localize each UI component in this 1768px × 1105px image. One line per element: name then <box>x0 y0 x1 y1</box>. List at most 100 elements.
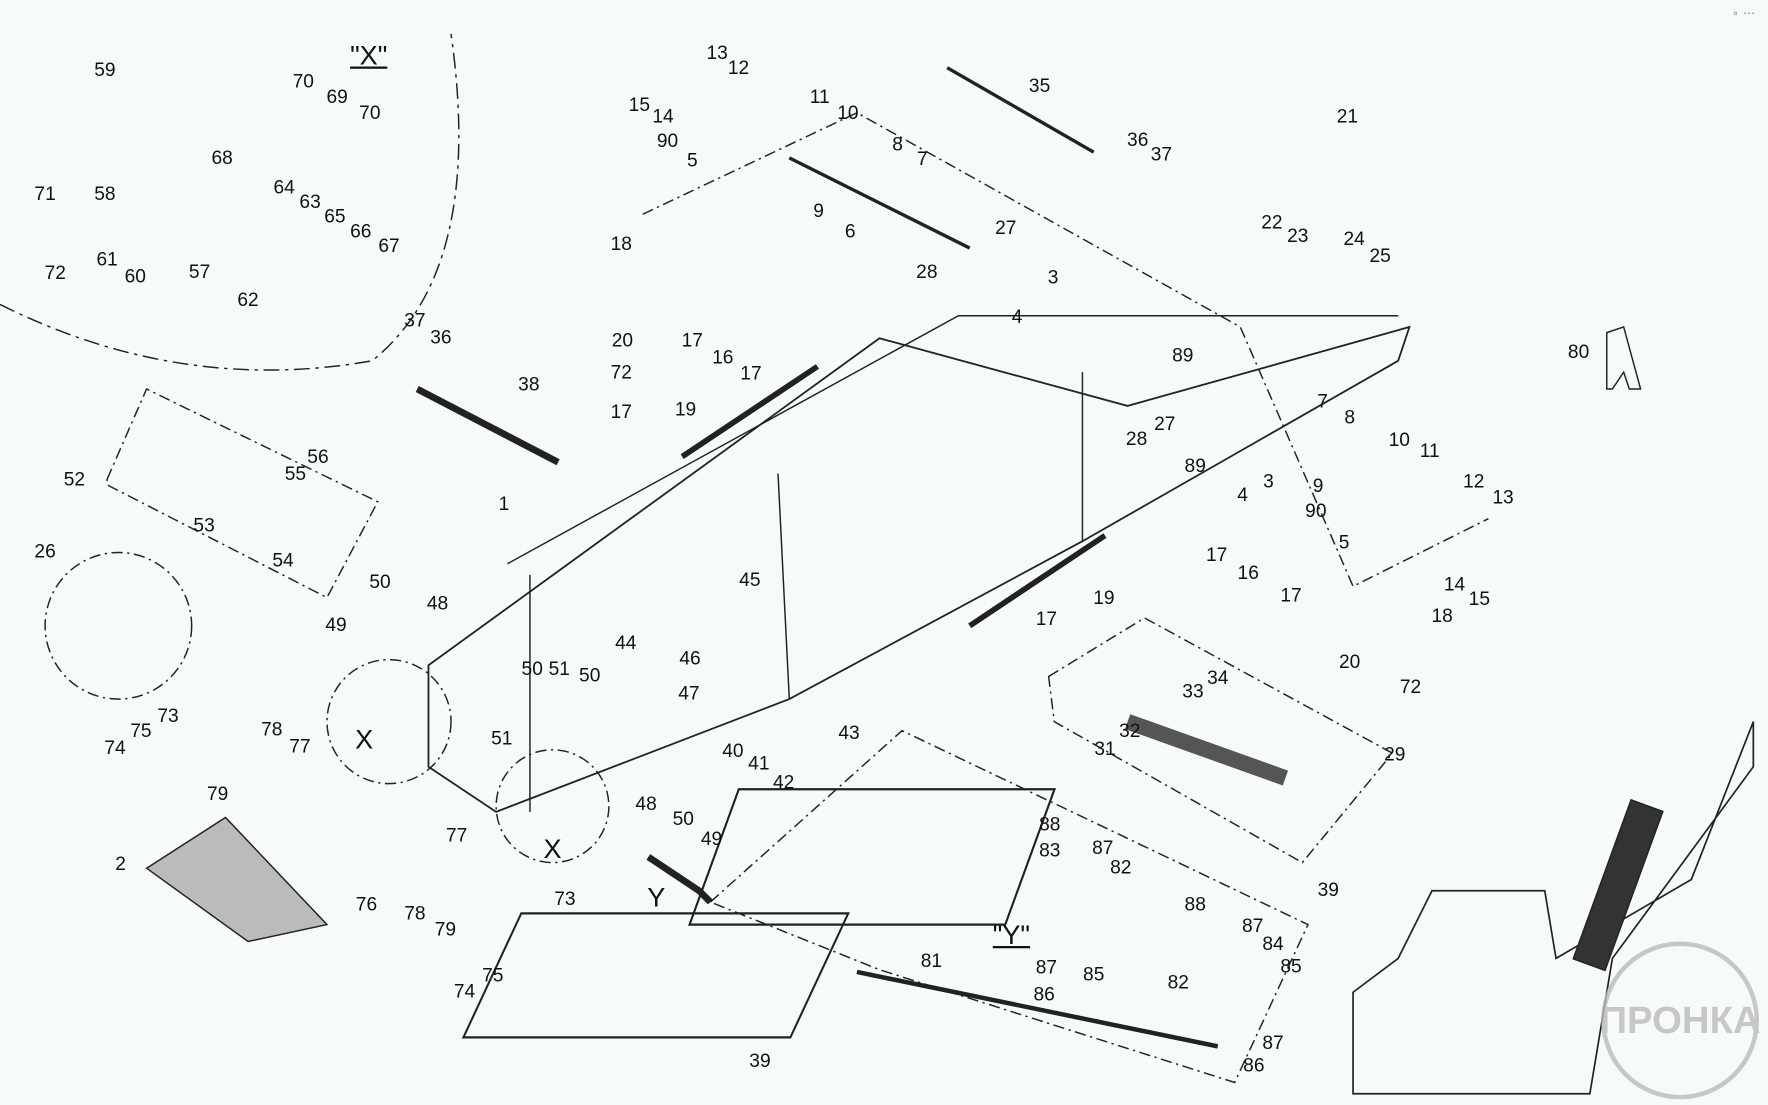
part-callout-33: 33 <box>1182 680 1204 702</box>
part-callout-71: 71 <box>34 183 56 205</box>
grate-left <box>461 912 850 1039</box>
part-callout-48: 48 <box>426 592 449 614</box>
part-callout-3: 3 <box>1047 266 1059 289</box>
part-callout-53: 53 <box>193 514 215 537</box>
detail-x-boundary <box>0 33 460 371</box>
part-callout-21: 21 <box>1336 105 1359 127</box>
part-callout-31: 31 <box>1094 737 1116 760</box>
part-callout-45: 45 <box>739 568 761 591</box>
part-callout-15: 15 <box>628 94 650 116</box>
part-callout-49: 49 <box>325 613 347 636</box>
roller-group-box <box>1047 617 1394 864</box>
part-callout-85: 85 <box>1280 955 1302 978</box>
part-callout-5: 5 <box>686 149 698 171</box>
part-callout-13: 13 <box>1492 486 1514 508</box>
part-callout-74: 74 <box>104 736 126 759</box>
part-callout-78: 78 <box>404 902 426 925</box>
part-callout-37: 37 <box>1150 143 1173 166</box>
arrow-y <box>646 854 713 905</box>
part-callout-36: 36 <box>430 326 452 348</box>
part-callout-29: 29 <box>1384 743 1406 766</box>
part-callout-17: 17 <box>740 362 762 384</box>
part-callout-50: 50 <box>521 657 543 680</box>
part-callout-58: 58 <box>94 183 116 205</box>
part-callout-72: 72 <box>1399 675 1422 698</box>
part-callout-17: 17 <box>1205 544 1228 566</box>
part-callout-87: 87 <box>1092 837 1114 859</box>
detail-26-circle <box>44 551 193 700</box>
part-callout-44: 44 <box>615 631 637 654</box>
shaft-6 <box>788 156 971 250</box>
part-callout-28: 28 <box>1125 427 1148 450</box>
part-callout-17: 17 <box>681 329 703 352</box>
part-callout-85: 85 <box>1083 963 1105 985</box>
part-callout-36: 36 <box>1127 129 1149 151</box>
part-callout-11: 11 <box>1419 440 1440 462</box>
part-callout-50: 50 <box>369 571 391 593</box>
part-callout-39: 39 <box>749 1050 771 1072</box>
part-callout-83: 83 <box>1039 839 1061 861</box>
belt-2 <box>145 816 329 943</box>
part-callout-56: 56 <box>307 445 329 468</box>
part-callout-7: 7 <box>1317 390 1328 413</box>
part-callout-90: 90 <box>1305 500 1327 522</box>
part-callout-17: 17 <box>1035 608 1058 630</box>
part-callout-79: 79 <box>434 918 457 940</box>
part-callout-82: 82 <box>1167 971 1189 993</box>
more-options-icon[interactable]: ▫ ⋯ <box>1733 6 1756 20</box>
part-callout-59: 59 <box>94 59 116 81</box>
part-callout-70: 70 <box>292 70 314 92</box>
x-marker-right: X <box>543 834 562 865</box>
roller-19-right <box>968 533 1107 629</box>
shaft-35 <box>946 66 1095 154</box>
part-callout-70: 70 <box>359 102 381 124</box>
part-callout-25: 25 <box>1369 245 1391 267</box>
x-marker-left: X <box>355 725 374 756</box>
part-callout-38: 38 <box>518 373 540 396</box>
part-callout-19: 19 <box>1093 586 1115 609</box>
part-callout-75: 75 <box>130 719 152 742</box>
main-frame <box>427 325 1411 813</box>
part-callout-1: 1 <box>498 493 510 515</box>
part-callout-88: 88 <box>1039 813 1061 835</box>
leader-grate <box>856 969 1219 1049</box>
part-callout-51: 51 <box>548 657 570 680</box>
part-callout-27: 27 <box>995 217 1017 239</box>
part-callout-76: 76 <box>355 893 378 916</box>
part-callout-62: 62 <box>237 289 259 311</box>
spring-group-box <box>106 388 379 599</box>
part-callout-39: 39 <box>1317 878 1339 901</box>
part-callout-4: 4 <box>1011 306 1023 328</box>
part-callout-34: 34 <box>1207 666 1229 689</box>
part-callout-89: 89 <box>1184 454 1206 477</box>
part-callout-63: 63 <box>299 191 321 213</box>
part-callout-73: 73 <box>157 705 179 727</box>
part-callout-11: 11 <box>809 86 830 108</box>
part-callout-24: 24 <box>1343 228 1365 250</box>
part-callout-47: 47 <box>678 682 700 705</box>
part-callout-78: 78 <box>261 718 283 741</box>
part-callout-73: 73 <box>554 887 576 910</box>
part-callout-35: 35 <box>1028 74 1051 97</box>
part-callout-4: 4 <box>1237 484 1248 506</box>
part-callout-52: 52 <box>63 468 86 490</box>
part-callout-55: 55 <box>284 462 307 485</box>
part-callout-18: 18 <box>610 232 632 255</box>
part-callout-26: 26 <box>34 540 56 563</box>
part-callout-79: 79 <box>206 783 229 805</box>
roller-19-left <box>415 386 560 466</box>
part-callout-28: 28 <box>916 261 938 283</box>
part-callout-9: 9 <box>1312 475 1324 497</box>
part-callout-80: 80 <box>1567 341 1590 363</box>
part-callout-32: 32 <box>1119 719 1141 742</box>
part-callout-23: 23 <box>1287 224 1309 247</box>
part-callout-17: 17 <box>1280 584 1302 607</box>
part-callout-77: 77 <box>289 735 311 758</box>
part-callout-12: 12 <box>1463 470 1485 493</box>
part-callout-46: 46 <box>679 647 701 670</box>
part-callout-61: 61 <box>96 248 118 271</box>
part-callout-87: 87 <box>1035 956 1058 979</box>
